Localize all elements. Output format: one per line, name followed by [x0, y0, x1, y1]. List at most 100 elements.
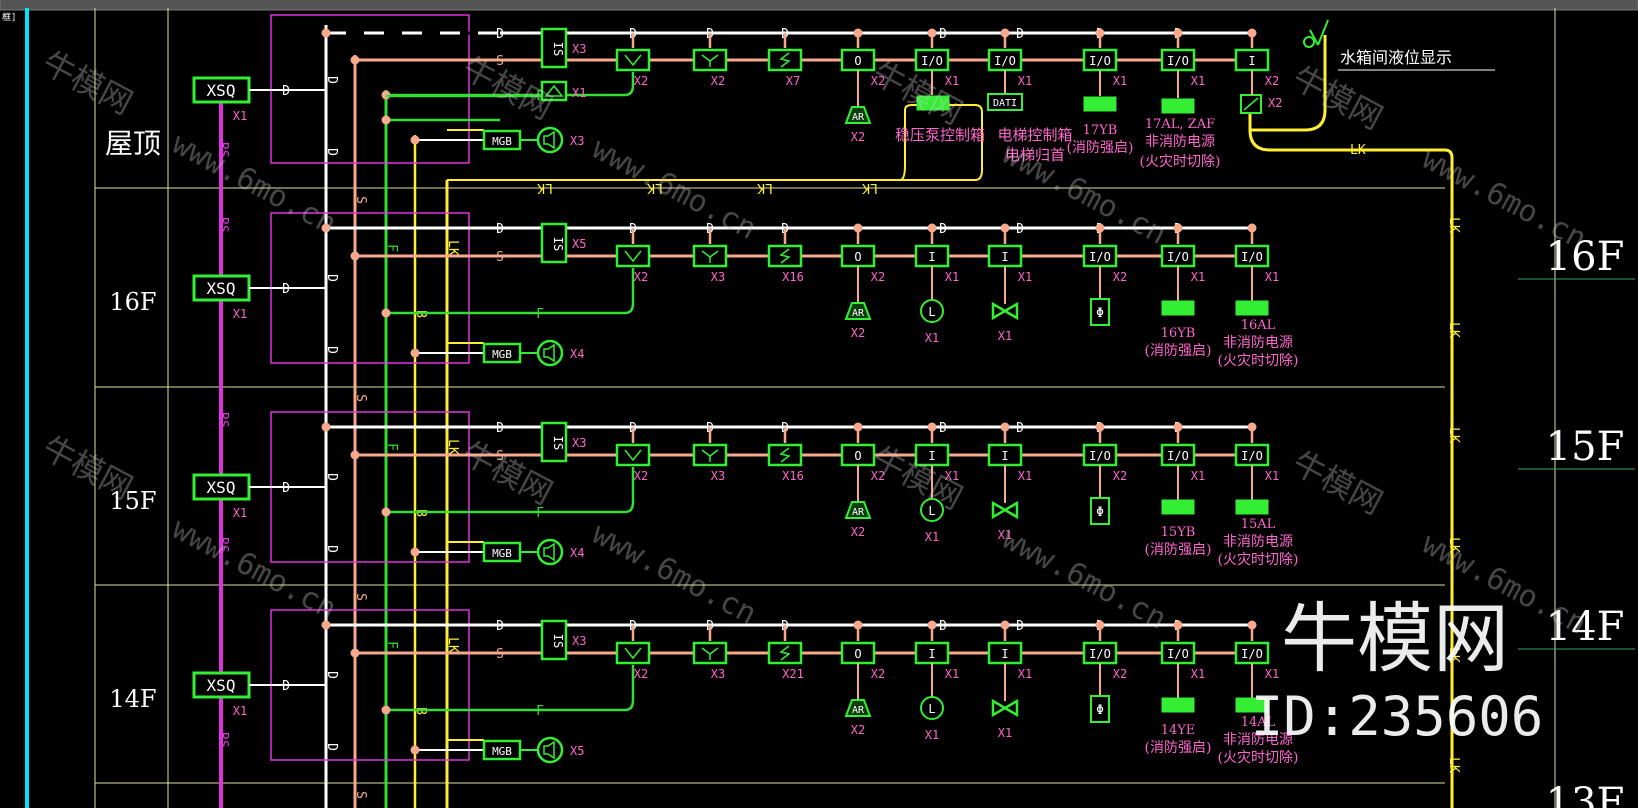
is-count-label: X5: [572, 237, 586, 251]
flow-switch-box: [1090, 497, 1110, 525]
o-module-label: O: [854, 54, 861, 68]
alarm-bell-icon: [844, 501, 872, 519]
lk-riser-label: LK: [1446, 217, 1461, 233]
device-count-label: X2: [1265, 74, 1279, 88]
flow-switch-label: Φ: [1096, 703, 1104, 718]
watermark-url-label: www.6mo.cn: [586, 131, 762, 247]
s-riser-label: S: [353, 196, 368, 204]
lamp-label: L: [928, 305, 935, 319]
device-count-label: X2: [634, 74, 648, 88]
device-count-label: X1: [945, 667, 959, 681]
flow-switch-label: Φ: [1096, 505, 1104, 520]
d-line-label: D: [939, 619, 947, 634]
io-module-label: I/O: [1167, 250, 1189, 264]
junction-dot: [410, 135, 420, 145]
device-count-label: X2: [634, 270, 648, 284]
watermark-id-label: ID:235606: [1251, 685, 1544, 748]
rs-riser-label: RS: [215, 412, 230, 428]
watermark-brand-label: 牛模网: [1281, 594, 1509, 683]
d-line-label: D: [939, 421, 947, 436]
yb-indicator-bar: [1161, 697, 1195, 713]
smoke-detector-icon: [624, 449, 642, 462]
is-count-label: X3: [572, 42, 586, 56]
lk-riser-label: LK: [445, 637, 460, 653]
junction-dot: [350, 251, 360, 261]
heat-detector-icon: [701, 647, 719, 660]
rs-riser-label: RS: [215, 217, 230, 233]
i-module-label: I: [1001, 449, 1008, 463]
valve-icon: [991, 301, 1019, 321]
lk-riser-label: LK: [1446, 647, 1461, 663]
s-line-label: S: [496, 647, 504, 662]
pump-indicator-bar: [916, 95, 950, 111]
junction-dot: [350, 648, 360, 658]
lk-line-label: LK: [862, 180, 878, 195]
lk-water-tank-line: [1250, 35, 1327, 132]
level-count-label: X2: [1268, 96, 1282, 110]
i-module-label: I: [928, 647, 935, 661]
yb-note-label: 15YB: [1161, 525, 1196, 540]
d-line-label: D: [496, 222, 504, 237]
device-count-label: X1: [1265, 667, 1279, 681]
valve-count-label: X1: [998, 528, 1012, 542]
lamp-count-label: X1: [925, 728, 939, 742]
floor-name-label: 16F: [109, 288, 156, 316]
device-count-label: X1: [1265, 270, 1279, 284]
mgb-count-label: X4: [570, 347, 584, 361]
device-count-label: X2: [634, 667, 648, 681]
rs-riser-label: RS: [215, 732, 230, 748]
watermark-site-label: 牛模网: [36, 44, 139, 123]
valve-count-label: X1: [998, 726, 1012, 740]
speaker-icon: [536, 736, 564, 764]
device-count-label: X2: [871, 667, 885, 681]
xsq-label: XSQ: [207, 478, 236, 497]
d-line-label: D: [282, 84, 290, 99]
alarm-bell-icon: [844, 106, 872, 124]
is-module-box: [540, 619, 568, 661]
xsq-count-label: X1: [233, 704, 247, 718]
f-riser-label: F: [384, 443, 399, 451]
device-count-label: X1: [1191, 270, 1205, 284]
lk-riser-label: LK: [445, 240, 460, 256]
ar-label: AR: [852, 705, 865, 716]
device-count-label: X21: [782, 667, 804, 681]
junction-dot: [381, 705, 391, 715]
yb-note-label: (消防强启): [1145, 542, 1212, 558]
yb-note-label: 16YB: [1161, 326, 1196, 341]
io-module-label: I/O: [1241, 250, 1263, 264]
lamp-label: L: [928, 504, 935, 518]
device-count-label: X2: [1113, 469, 1127, 483]
device-count-label: X3: [711, 667, 725, 681]
mgb-count-label: X5: [570, 744, 584, 758]
i-module-label: I: [1001, 647, 1008, 661]
watermark-site-label: 牛模网: [36, 429, 139, 508]
speaker-icon-glyph: [543, 343, 555, 363]
o-module-label: O: [854, 250, 861, 264]
d-riser-label: D: [324, 274, 339, 282]
floor-name-label: 屋顶: [105, 127, 161, 160]
io-module-label: I/O: [1167, 647, 1189, 661]
d-line-label: D: [1016, 222, 1024, 237]
d-line-label: D: [1016, 619, 1024, 634]
al-note-label: (火灾时切除): [1218, 352, 1299, 369]
flow-switch-box: [1090, 695, 1110, 723]
device-count-label: X2: [871, 74, 885, 88]
device-count-label: X2: [871, 469, 885, 483]
heat-detector-icon: [701, 449, 719, 462]
al-note-label: (火灾时切除): [1218, 551, 1299, 568]
device-count-label: X2: [1113, 667, 1127, 681]
s-line-label: S: [496, 449, 504, 464]
xsq-count-label: X1: [233, 307, 247, 321]
mgb-count-label: X4: [570, 546, 584, 560]
al-note-label: 非消防电源: [1145, 134, 1215, 150]
o-module-label: O: [854, 449, 861, 463]
xsq-module-box: [192, 671, 251, 699]
io-module-label: I/O: [1089, 449, 1111, 463]
yb-indicator-bar: [1161, 300, 1195, 316]
module-box: [615, 48, 651, 72]
lk-riser-label: LK: [1446, 757, 1461, 773]
junction-dot: [321, 620, 331, 630]
mgb-count-label: X3: [570, 134, 584, 148]
alarm-bell-icon: [844, 699, 872, 717]
